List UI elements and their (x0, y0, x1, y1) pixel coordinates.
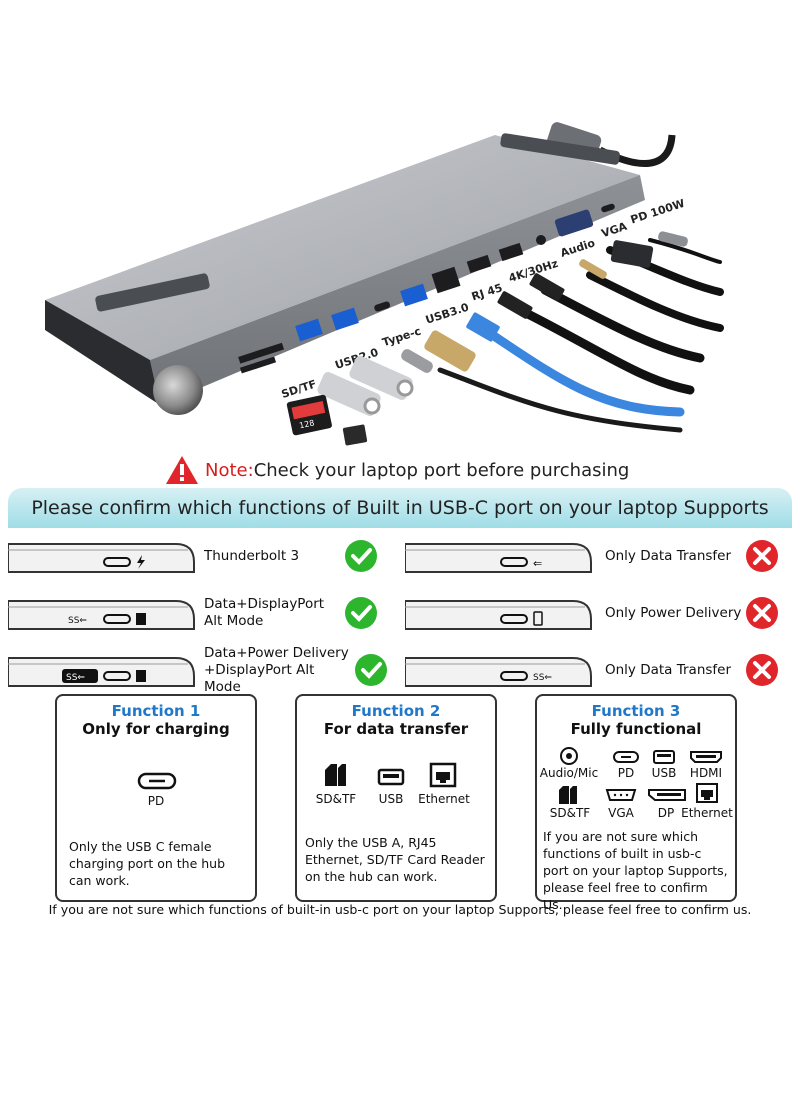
check-icon (355, 654, 387, 686)
unsupported-row: SS⇐ Only Data Transfer (404, 646, 792, 694)
function-description: Only the USB A, RJ45 Ethernet, SD/TF Car… (305, 835, 485, 884)
sd-card-icon (325, 764, 346, 786)
unsupported-label: Only Data Transfer (605, 661, 732, 678)
unsupported-column: ⇐ Only Data Transfer Only Power Delivery… (404, 532, 792, 694)
function-title: Function 1 (111, 702, 201, 720)
note-key: Note: (205, 459, 254, 481)
label-type-c: Type-c (381, 325, 423, 350)
support-label: Data+DisplayPort Alt Mode (204, 596, 325, 629)
unsupported-label: Only Power Delivery (605, 604, 742, 621)
note-text: Check your laptop port before purchasing (253, 459, 630, 481)
icon-caption: HDMI (689, 766, 723, 780)
laptop-port-thunderbolt-icon (7, 538, 196, 574)
svg-text:SS⇐: SS⇐ (68, 616, 87, 626)
usb-icon (653, 750, 675, 764)
note-line: Note: Check your laptop port before purc… (165, 452, 665, 488)
laptop-port-pd-dp-icon: SS⇐ (7, 652, 196, 688)
micro-sd-card (342, 424, 368, 446)
usb-c-hub-illustration: SD/TF USB2.0 Type-c USB3.0 RJ 45 4K/30Hz… (45, 122, 724, 446)
sd-card: 128 (286, 394, 332, 436)
icon-caption: Audio/Mic (539, 766, 599, 780)
vga-plug (610, 240, 654, 268)
icon-caption: USB (378, 792, 404, 806)
support-label: Data+Power Delivery +DisplayPort Alt Mod… (204, 644, 349, 695)
icon-caption: DP (657, 806, 675, 820)
audio-plug (579, 259, 607, 279)
check-icon (345, 540, 377, 572)
icon-caption: USB (651, 766, 677, 780)
laptop-port-dp-icon: SS⇐ (7, 595, 196, 631)
icon-caption: SD&TF (549, 806, 591, 820)
dp-plug (529, 273, 565, 301)
footer-note: If you are not sure which functions of b… (48, 902, 752, 917)
laptop-port-power-icon (404, 595, 593, 631)
icon-caption: Ethernet (681, 806, 733, 820)
support-label: Thunderbolt 3 (204, 547, 300, 564)
ethernet-plug (466, 312, 500, 342)
svg-text:⇐: ⇐ (533, 557, 542, 570)
ethernet-icon (429, 762, 457, 788)
function-subtitle: For data transfer (323, 720, 469, 738)
function-1-box: Function 1 Only for charging PD Only the… (55, 694, 257, 902)
icon-caption: VGA (608, 806, 634, 820)
icon-caption: PD (147, 794, 165, 808)
hub-top (45, 135, 640, 360)
unsupported-label: Only Data Transfer (605, 547, 732, 564)
hdmi-plug (497, 291, 533, 319)
function-title: Function 2 (351, 702, 441, 720)
icon-caption: SD&TF (315, 792, 357, 806)
support-row: SS⇐ Data+Power Delivery +DisplayPort Alt… (7, 644, 393, 695)
usb-c-icon (613, 751, 639, 763)
unsupported-row: ⇐ Only Data Transfer (404, 532, 792, 580)
function-2-box: Function 2 For data transfer SD&TF USB E… (295, 694, 497, 902)
function-description: If you are not sure which functions of b… (543, 829, 728, 912)
laptop-port-ss-icon: SS⇐ (404, 652, 593, 688)
laptop-port-usb-icon: ⇐ (404, 538, 593, 574)
svg-text:SS⇐: SS⇐ (66, 673, 85, 683)
type-c-cable-plug (401, 349, 433, 373)
ethernet-icon (696, 783, 718, 803)
support-row: SS⇐ Data+DisplayPort Alt Mode (7, 589, 393, 637)
hdmi-icon (690, 751, 722, 763)
usb-c-icon (137, 772, 177, 790)
unsupported-row: Only Power Delivery (404, 589, 792, 637)
function-description: Only the USB C female charging port on t… (69, 839, 226, 888)
sd-card-capacity: 128 (298, 418, 315, 430)
cross-icon (746, 540, 778, 572)
check-icon (345, 597, 377, 629)
hub-end-cap (153, 365, 203, 415)
comparison-table: Thunderbolt 3 SS⇐ Data+DisplayPort Alt M… (7, 532, 792, 695)
label-usb30: USB3.0 (424, 300, 471, 326)
displayport-icon (648, 789, 686, 801)
svg-text:SS⇐: SS⇐ (533, 673, 552, 683)
vga-icon (605, 789, 637, 801)
confirm-banner: Please confirm which functions of Built … (8, 488, 792, 528)
sd-card-icon (559, 786, 577, 804)
audio-mic-icon (560, 747, 578, 765)
label-audio: Audio (559, 236, 597, 259)
cross-icon (746, 654, 778, 686)
supported-column: Thunderbolt 3 SS⇐ Data+DisplayPort Alt M… (7, 532, 393, 695)
function-subtitle: Only for charging (82, 720, 230, 738)
usb-flash-drive (424, 330, 476, 372)
usb-drives (317, 356, 414, 416)
function-title: Function 3 (591, 702, 681, 720)
function-3-box: Function 3 Fully functional Audio/Mic PD… (535, 694, 737, 912)
support-row: Thunderbolt 3 (7, 532, 393, 580)
icon-caption: Ethernet (418, 792, 470, 806)
cross-icon (746, 597, 778, 629)
function-subtitle: Fully functional (570, 720, 702, 738)
label-vga: VGA (600, 220, 629, 241)
warning-icon (166, 456, 198, 484)
icon-caption: PD (617, 766, 635, 780)
usb-icon (377, 768, 405, 786)
usb-c-plug (658, 231, 688, 247)
